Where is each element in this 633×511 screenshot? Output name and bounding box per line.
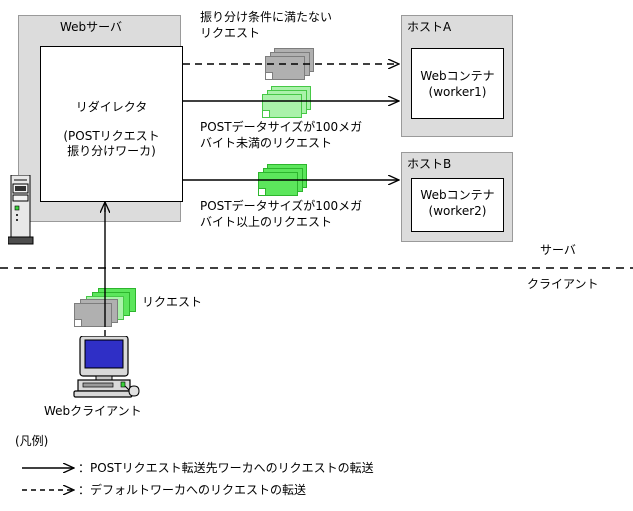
legend-entry-dashed-text: ：デフォルトワーカへのリクエストの転送 — [78, 483, 307, 497]
host-a-label: ホストA — [407, 20, 452, 34]
large-post-flow-label-line1: POSTデータサイズが100メガ — [200, 199, 363, 213]
request-stack-label: リクエスト — [142, 295, 203, 309]
host-a-container-line1: Webコンテナ — [420, 69, 495, 83]
legend-title: (凡例) — [15, 434, 49, 448]
host-b-container-line1: Webコンテナ — [420, 188, 495, 202]
webserver-box-label: Webサーバ — [60, 20, 123, 34]
gray-document-stack-icon — [265, 48, 317, 82]
default-worker-flow-label-line2: リクエスト — [200, 26, 261, 40]
web-client-label: Webクライアント — [44, 404, 142, 418]
server-tower-icon — [7, 174, 34, 247]
legend-entry-solid-text: ：POSTリクエスト転送先ワーカへのリクエストの転送 — [78, 461, 374, 475]
host-a-container-box — [411, 48, 504, 119]
server-zone-label: サーバ — [540, 243, 576, 257]
default-worker-flow-label-line1: 振り分け条件に満たない — [200, 10, 333, 24]
redirector-box — [40, 46, 183, 202]
host-b-container-line2: (worker2) — [428, 204, 487, 218]
host-b-container-box — [411, 178, 504, 232]
web-client-computer-icon — [72, 335, 150, 398]
large-post-flow-label-line2: バイト以上のリクエスト — [200, 215, 333, 229]
client-zone-label: クライアント — [527, 277, 599, 291]
green-document-stack-icon — [258, 164, 310, 198]
host-a-container-line2: (worker1) — [428, 85, 487, 99]
host-b-label: ホストB — [407, 157, 452, 171]
redirector-label-line1: リダイレクタ — [75, 100, 148, 114]
redirector-label-line2: (POSTリクエスト — [63, 129, 160, 143]
client-request-stack-icon — [74, 288, 140, 330]
redirector-label-line3: 振り分けワーカ) — [67, 144, 156, 158]
small-post-flow-label-line2: バイト未満のリクエスト — [200, 136, 333, 150]
small-post-flow-label-line1: POSTデータサイズが100メガ — [200, 120, 363, 134]
pale-green-document-stack-icon — [262, 86, 314, 120]
